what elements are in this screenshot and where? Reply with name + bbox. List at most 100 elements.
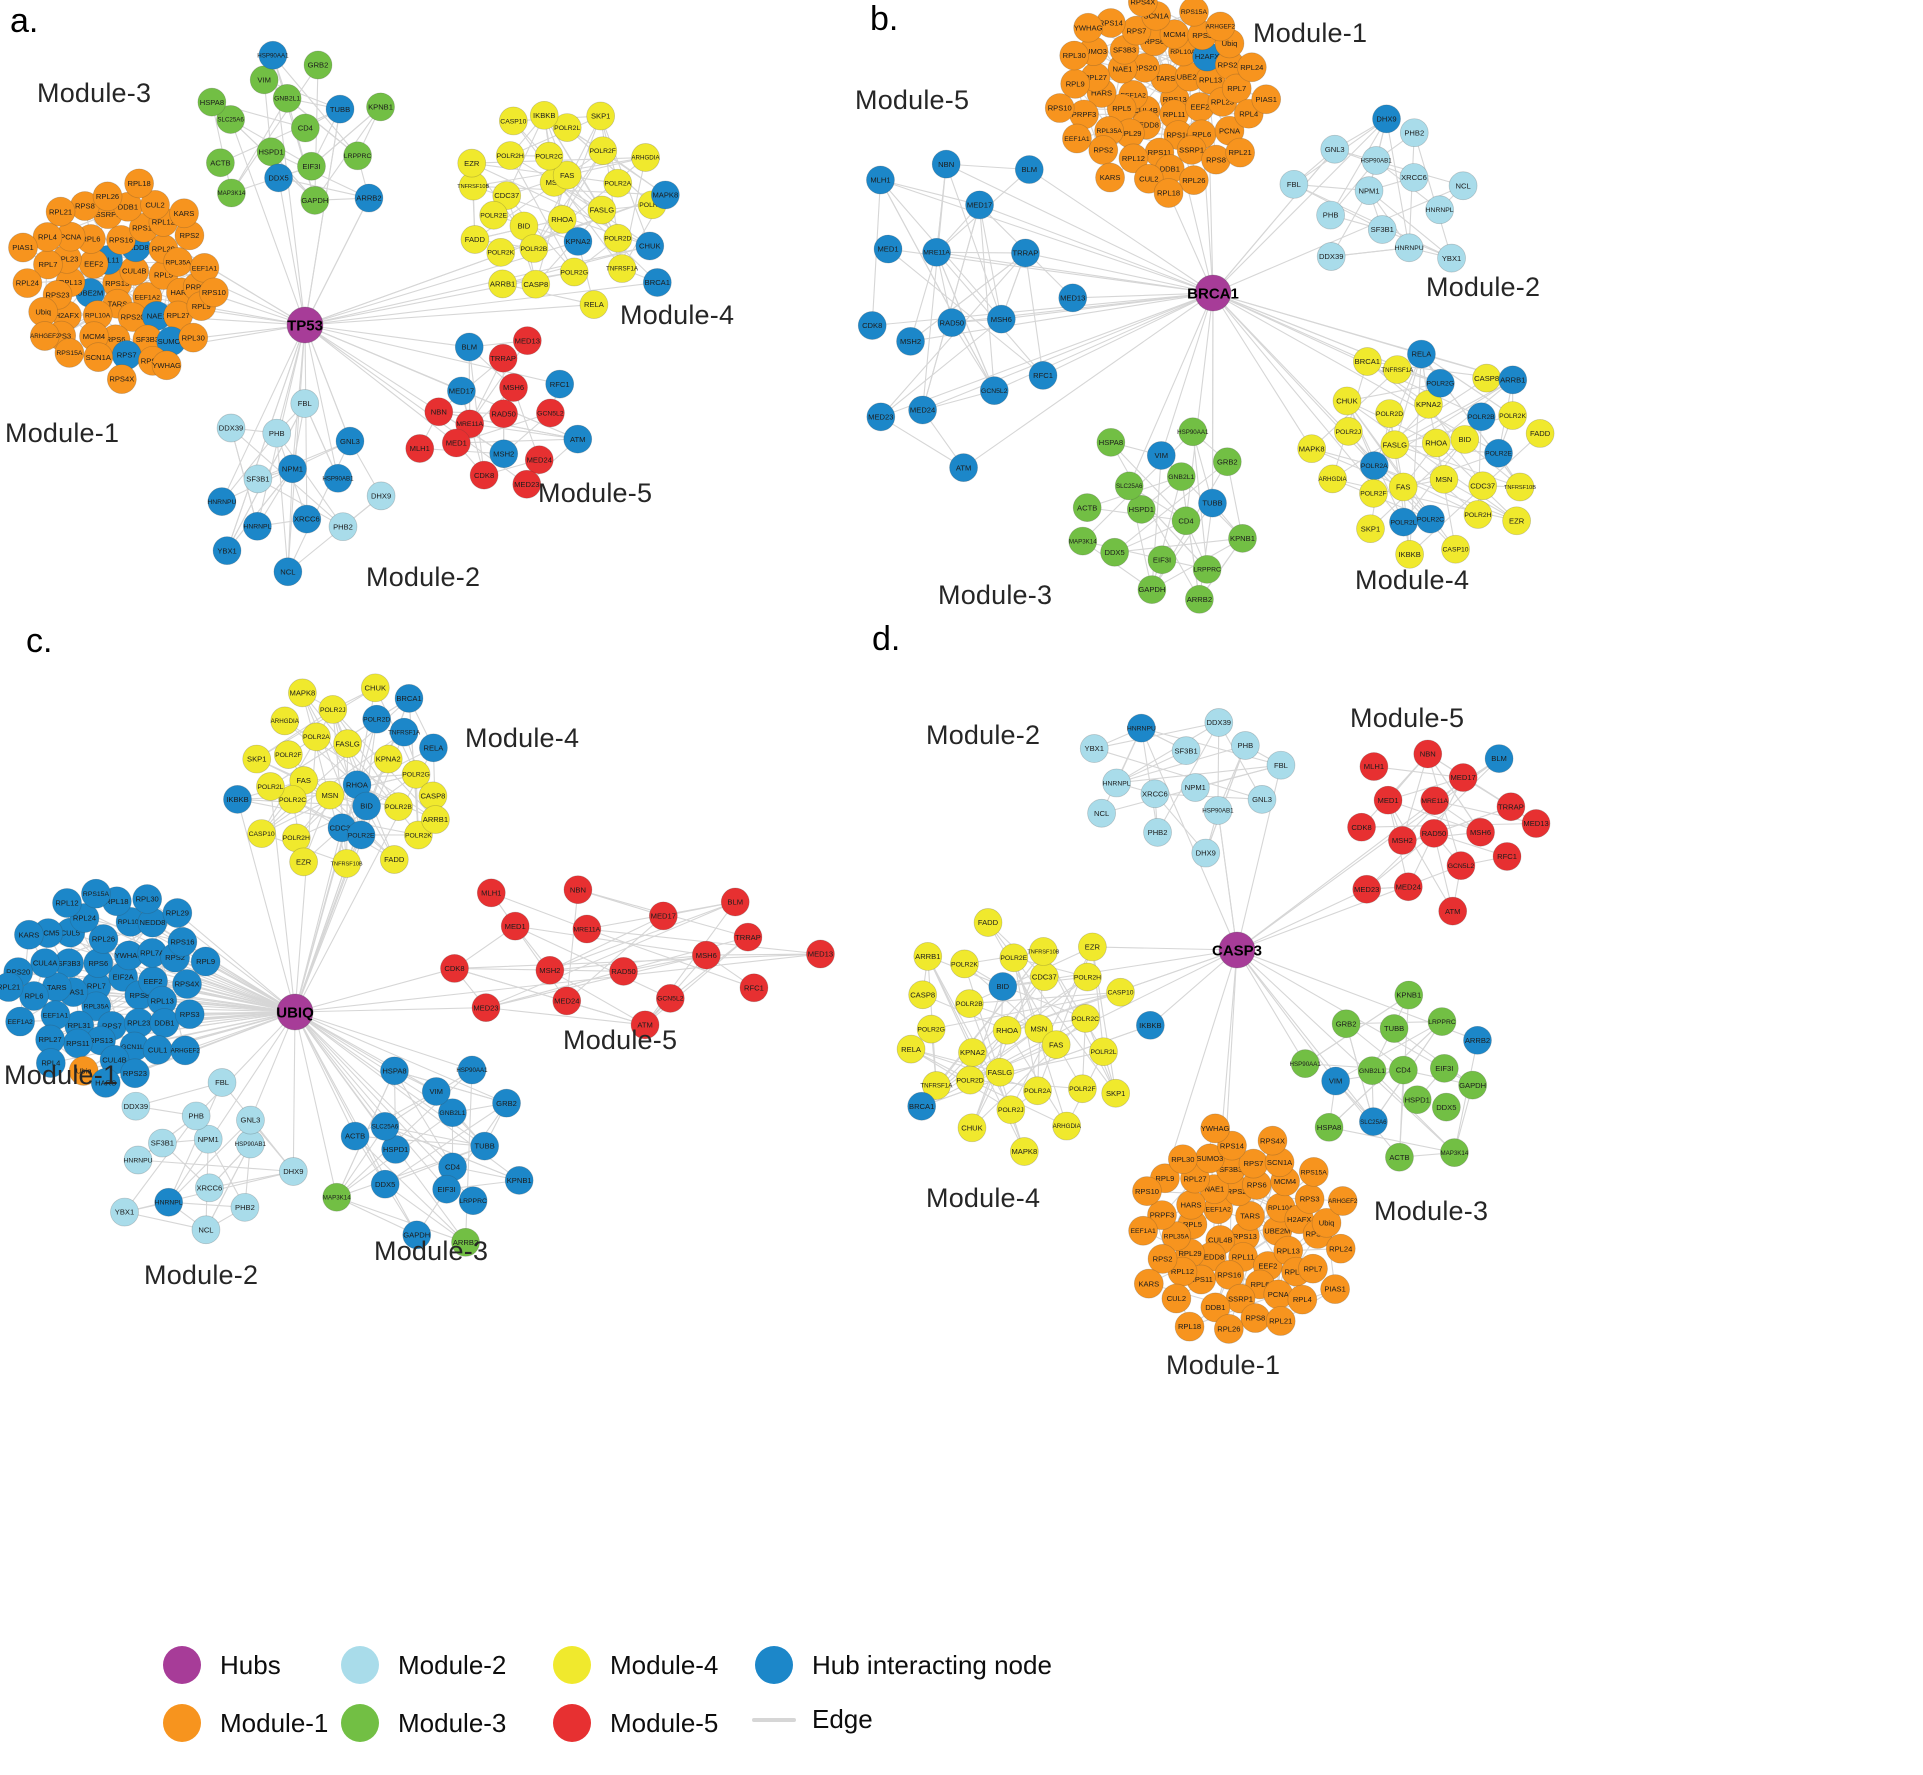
- hub-edge: [292, 1011, 296, 1173]
- node-label: MED23: [514, 480, 539, 489]
- node-label: GNB2L1: [1359, 1068, 1385, 1075]
- node-label: XRCC6: [294, 515, 320, 524]
- edge: [1116, 721, 1220, 784]
- node-RFC1: [1492, 842, 1522, 871]
- node-BLM: [1484, 744, 1514, 773]
- edge: [969, 1044, 1057, 1081]
- node-label: RPL18: [1178, 1322, 1201, 1331]
- node-label: POLR2E: [480, 213, 507, 220]
- node-SCN1A: [83, 342, 114, 372]
- node-label: FASLG: [988, 1068, 1013, 1077]
- node-label: RPS11: [1148, 148, 1172, 157]
- node-HSP90AA1: [258, 40, 288, 70]
- node-label: MED23: [1354, 885, 1379, 894]
- node-MAP3K14: [1440, 1138, 1469, 1167]
- node-label: EEF1A2: [1206, 1207, 1232, 1214]
- edge: [566, 889, 579, 1002]
- node-label: FBL: [298, 399, 312, 408]
- hub-edge: [1211, 292, 1214, 504]
- node-label: POLR2H: [497, 153, 524, 160]
- edge: [1394, 379, 1514, 446]
- node-HNRNPU: [207, 487, 237, 516]
- node-label: LRPPRC: [344, 153, 372, 160]
- node-POLR2G: [401, 760, 431, 789]
- node-SF3B1: [1171, 736, 1201, 765]
- node-label: YWHAG: [1074, 23, 1103, 32]
- node-label: HSP90AA1: [456, 1067, 488, 1074]
- node-YBX1: [1437, 243, 1466, 273]
- node-ACTB: [1072, 493, 1102, 522]
- node-label: POLR2F: [1360, 491, 1386, 498]
- node-DDX39: [1204, 708, 1234, 737]
- node-MSH6: [986, 304, 1016, 334]
- node-VIM: [1146, 441, 1176, 470]
- node-ARRB1: [1498, 365, 1528, 395]
- node-MSH2: [1388, 826, 1417, 855]
- node-TNFRSF1A: [389, 717, 419, 747]
- node-GNL3: [335, 426, 365, 456]
- node-CASP8: [908, 980, 938, 1010]
- hub-edge: [1140, 727, 1238, 951]
- node-PHB: [1230, 731, 1260, 760]
- node-label: POLR2L: [1390, 519, 1416, 526]
- edge: [1140, 727, 1159, 833]
- node-label: RPS16: [1217, 1271, 1241, 1280]
- node-label: NPM1: [1185, 783, 1206, 792]
- node-HSP90AA1: [457, 1055, 487, 1085]
- node-label: TRRAP: [1498, 802, 1524, 811]
- node-LRPPRC: [1427, 1007, 1457, 1036]
- node-POLR2L: [256, 772, 285, 801]
- node-label: RPL12: [152, 218, 175, 227]
- node-label: POLR2G: [917, 1027, 945, 1034]
- node-POLR2C: [1071, 1004, 1100, 1033]
- node-label: FASLG: [590, 206, 615, 215]
- node-label: RPS6: [1247, 1181, 1267, 1190]
- node-label: HNRNPL: [1103, 780, 1131, 787]
- node-label: RPL21: [1269, 1317, 1292, 1326]
- edge: [221, 432, 278, 503]
- node-NBN: [931, 149, 961, 179]
- node-EZR: [1502, 506, 1531, 536]
- node-BID: [1450, 425, 1480, 454]
- node-label: CASP8: [420, 792, 445, 801]
- edge: [930, 991, 1122, 1030]
- node-label: SUMO3: [158, 337, 185, 346]
- node-label: SCN1A: [1267, 1158, 1293, 1167]
- node-TNFRSF10B: [1505, 472, 1535, 502]
- node-HSPD1: [1402, 1085, 1432, 1115]
- node-NBN: [563, 875, 593, 905]
- edge: [1373, 465, 1479, 516]
- node-label: POLR2H: [1464, 512, 1491, 519]
- node-MAPK8: [1009, 1137, 1039, 1166]
- node-label: RPL29: [166, 909, 189, 918]
- node-label: RPL10A: [1268, 1205, 1294, 1212]
- node-MAPK8: [1297, 434, 1327, 464]
- edge: [549, 901, 736, 971]
- node-NPM1: [1354, 176, 1384, 205]
- node-VIM: [421, 1077, 451, 1106]
- node-label: BLM: [1491, 754, 1507, 763]
- node-label: GRB2: [308, 61, 329, 70]
- legend-label: Edge: [812, 1704, 873, 1734]
- edge: [1091, 946, 1105, 1053]
- node-label: MRE11A: [456, 421, 483, 428]
- node-label: RPS20: [1133, 63, 1157, 72]
- node-label: MSH2: [900, 337, 921, 346]
- node-label: RPL11: [1232, 1253, 1255, 1262]
- node-ACTB: [206, 148, 235, 178]
- node-label: SCN1A: [1144, 11, 1170, 20]
- node-Ubiq: [1311, 1207, 1342, 1238]
- node-label: EZR: [1085, 943, 1101, 952]
- node-label: RPL30: [182, 333, 205, 342]
- node-label: VIM: [429, 1087, 443, 1096]
- node-label: SLC25A6: [217, 117, 244, 124]
- hub-edge: [1149, 949, 1238, 1026]
- node-RPL35A: [1161, 1221, 1192, 1251]
- node-HNRNPU: [1394, 233, 1424, 263]
- edge: [354, 1135, 467, 1243]
- node-label: Ubiq: [35, 307, 51, 316]
- node-RPL30: [1059, 40, 1090, 71]
- node-label: KPNA2: [1416, 400, 1441, 409]
- node-label: RPS11: [66, 1039, 90, 1048]
- node-POLR2A: [302, 722, 331, 752]
